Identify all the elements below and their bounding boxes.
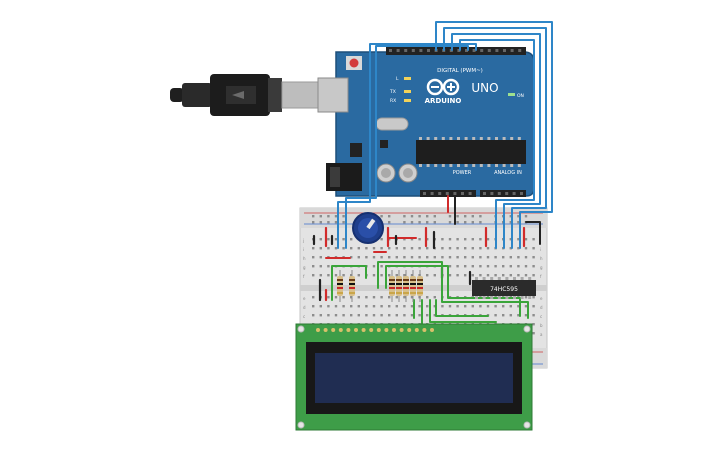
wire-green[interactable]	[377, 261, 529, 319]
svg-text:d: d	[540, 305, 543, 310]
resistor-icon[interactable]	[403, 270, 409, 302]
led-rx	[404, 99, 411, 102]
svg-text:RX: RX	[390, 98, 396, 104]
lcd-module[interactable]	[295, 323, 533, 431]
arduino-model-text: UNO	[471, 81, 498, 95]
shift-register-label: 74HC595	[490, 286, 518, 293]
analog-header	[480, 190, 526, 197]
usb-cable-icon[interactable]	[170, 74, 340, 116]
arduino-uno-board[interactable]: DIGITAL (PWM~) ARDUINO UNO L TX RX ON	[317, 47, 535, 197]
svg-text:a: a	[540, 332, 543, 337]
wire-blue[interactable]	[451, 33, 541, 249]
digital-label: DIGITAL (PWM~)	[437, 68, 483, 74]
potentiometer-icon[interactable]	[352, 212, 384, 244]
wires	[312, 21, 553, 327]
wire-black[interactable]	[525, 221, 541, 245]
svg-text:f: f	[303, 274, 305, 279]
svg-text:i: i	[540, 247, 541, 252]
wire-green[interactable]	[429, 299, 497, 323]
svg-text:POWER: POWER	[453, 170, 472, 176]
svg-text:g: g	[540, 265, 543, 270]
wire-blue[interactable]	[337, 43, 477, 249]
resistor-array	[337, 270, 423, 302]
led-l	[404, 77, 411, 80]
lcd-screen	[315, 353, 513, 403]
resistor-icon[interactable]	[396, 270, 402, 302]
svg-text:e: e	[540, 296, 543, 301]
svg-text:c: c	[540, 314, 542, 319]
svg-text:TX: TX	[389, 89, 396, 95]
lcd-header-pins	[316, 328, 434, 332]
arduino-brand-text: ARDUINO	[425, 97, 462, 105]
resistor-icon[interactable]	[349, 270, 355, 302]
wire-green[interactable]	[331, 265, 367, 301]
atmega-chip	[416, 140, 526, 164]
wire-blue[interactable]	[435, 21, 553, 249]
svg-text:h: h	[303, 256, 306, 261]
svg-text:f: f	[540, 274, 542, 279]
chip-icon[interactable]: 74HC595	[472, 277, 536, 299]
wire-blue[interactable]	[443, 27, 547, 249]
svg-text:j: j	[302, 238, 304, 243]
svg-text:L: L	[396, 76, 399, 82]
svg-text:h: h	[540, 256, 543, 261]
svg-text:d: d	[303, 305, 306, 310]
crystal	[375, 117, 409, 131]
svg-text:ANALOG IN: ANALOG IN	[494, 170, 522, 176]
svg-text:b: b	[540, 323, 543, 328]
svg-text:c: c	[303, 314, 305, 319]
resistor-icon[interactable]	[337, 270, 343, 302]
led-tx	[404, 90, 411, 93]
shift-register-chip[interactable]	[472, 280, 536, 296]
resistor-icon[interactable]	[410, 270, 416, 302]
svg-text:e: e	[303, 296, 306, 301]
arduino-infinity-logo-icon	[426, 78, 460, 96]
wire-green[interactable]	[435, 299, 489, 317]
led-on	[508, 93, 515, 96]
svg-text:ON: ON	[517, 93, 524, 99]
svg-text:i: i	[303, 247, 304, 252]
wire-blue[interactable]	[459, 39, 535, 249]
resistor-icon[interactable]	[417, 270, 423, 302]
resistor-icon[interactable]	[389, 270, 395, 302]
svg-text:g: g	[303, 265, 306, 270]
wire-green[interactable]	[385, 265, 521, 317]
wire-blue[interactable]	[345, 45, 469, 249]
usb-port	[317, 77, 349, 113]
